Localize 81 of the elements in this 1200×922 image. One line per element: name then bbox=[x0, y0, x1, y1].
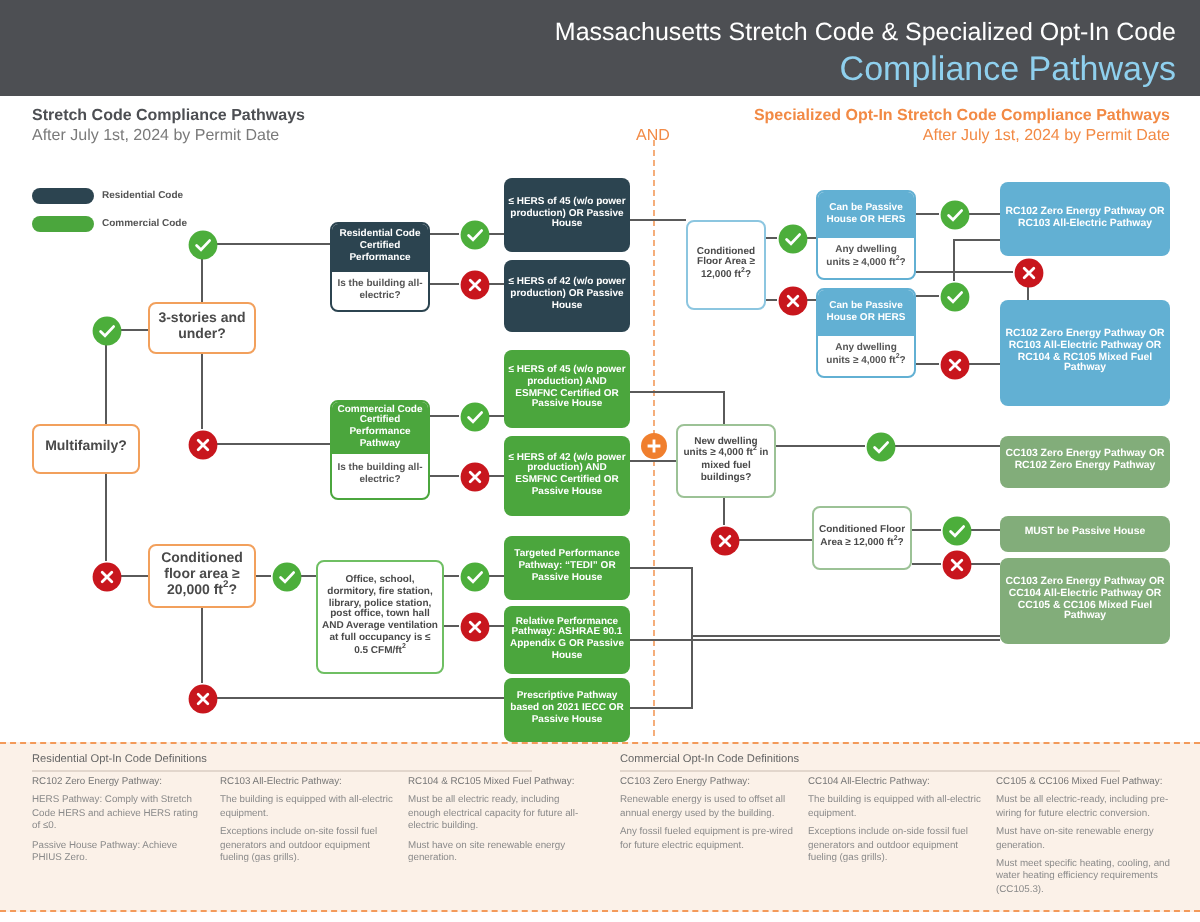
connector-line bbox=[765, 299, 778, 301]
connector-line bbox=[915, 295, 940, 297]
connector-line bbox=[201, 353, 203, 430]
cross-icon bbox=[91, 561, 121, 591]
connector-line bbox=[488, 283, 505, 285]
check-icon bbox=[941, 515, 971, 545]
connector-line bbox=[255, 575, 272, 577]
and-label: AND bbox=[636, 126, 670, 144]
connector-line bbox=[216, 697, 505, 699]
cross-icon bbox=[939, 349, 969, 379]
connector-line bbox=[201, 607, 203, 684]
connector-line bbox=[968, 363, 1001, 365]
section-title: Stretch Code Compliance Pathways bbox=[32, 106, 305, 124]
connector-line bbox=[120, 575, 149, 577]
question-card bbox=[330, 400, 430, 500]
question-card bbox=[816, 190, 916, 280]
page-subtitle: Compliance Pathways bbox=[839, 50, 1176, 90]
check-icon bbox=[459, 219, 489, 249]
cross-icon bbox=[941, 549, 971, 579]
check-icon bbox=[459, 401, 489, 431]
connector-line bbox=[775, 445, 866, 447]
check-icon bbox=[939, 281, 969, 311]
page-title: Massachusetts Stretch Code & Specialized Opt-In Code bbox=[554, 18, 1176, 46]
check-icon bbox=[271, 561, 301, 591]
question-card bbox=[330, 222, 430, 312]
connector-line bbox=[429, 475, 460, 477]
connector-line bbox=[488, 233, 505, 235]
connector-line bbox=[429, 283, 460, 285]
question-card bbox=[816, 288, 916, 378]
cross-icon bbox=[459, 461, 489, 491]
connector-line bbox=[915, 213, 940, 215]
connector-line bbox=[300, 575, 317, 577]
connector-line bbox=[443, 625, 460, 627]
connector-line bbox=[488, 415, 505, 417]
connector-line bbox=[120, 329, 149, 331]
connector-line bbox=[915, 363, 940, 365]
connector-line bbox=[968, 213, 1001, 215]
cross-icon bbox=[1013, 257, 1043, 287]
section-title: Specialized Opt-In Stretch Code Compliance Pathways bbox=[753, 106, 1170, 124]
connector-line bbox=[488, 625, 505, 627]
cross-icon bbox=[459, 611, 489, 641]
connector-line bbox=[488, 575, 505, 577]
connector-line bbox=[429, 233, 460, 235]
connector-line bbox=[429, 415, 460, 417]
cross-icon bbox=[187, 683, 217, 713]
connector-line bbox=[1027, 286, 1029, 301]
connector-line bbox=[488, 475, 505, 477]
check-icon bbox=[865, 431, 895, 461]
check-icon bbox=[91, 315, 121, 345]
connector-line bbox=[723, 497, 725, 526]
cross-icon bbox=[777, 285, 807, 315]
connector-line bbox=[911, 529, 942, 531]
connector-line bbox=[105, 473, 107, 562]
connector-line bbox=[629, 391, 725, 425]
connector-line bbox=[970, 529, 1001, 531]
connector-line bbox=[806, 237, 817, 239]
connector-line bbox=[915, 271, 1014, 273]
connector-line bbox=[216, 443, 331, 445]
connector-line bbox=[629, 639, 1001, 641]
connector-line bbox=[970, 563, 1001, 565]
cross-icon bbox=[709, 525, 739, 555]
connector-line bbox=[894, 445, 1001, 447]
connector-line bbox=[443, 575, 460, 577]
check-icon bbox=[187, 229, 217, 259]
connector-line bbox=[953, 239, 1001, 282]
connector-line bbox=[629, 219, 687, 221]
section-subtitle: After July 1st, 2024 by Permit Date bbox=[922, 126, 1170, 144]
cross-icon bbox=[459, 269, 489, 299]
connector-line bbox=[738, 539, 813, 541]
connector-line bbox=[105, 344, 107, 425]
check-icon bbox=[459, 561, 489, 591]
connector-line bbox=[765, 237, 778, 239]
connector-line bbox=[629, 460, 677, 462]
cross-icon bbox=[187, 429, 217, 459]
connector-line bbox=[216, 243, 331, 245]
check-icon bbox=[939, 199, 969, 229]
connector-line bbox=[806, 299, 817, 301]
section-subtitle: After July 1st, 2024 by Permit Date bbox=[32, 126, 280, 144]
connector-line bbox=[201, 258, 203, 303]
connector-line bbox=[911, 563, 942, 565]
check-icon bbox=[777, 223, 807, 253]
